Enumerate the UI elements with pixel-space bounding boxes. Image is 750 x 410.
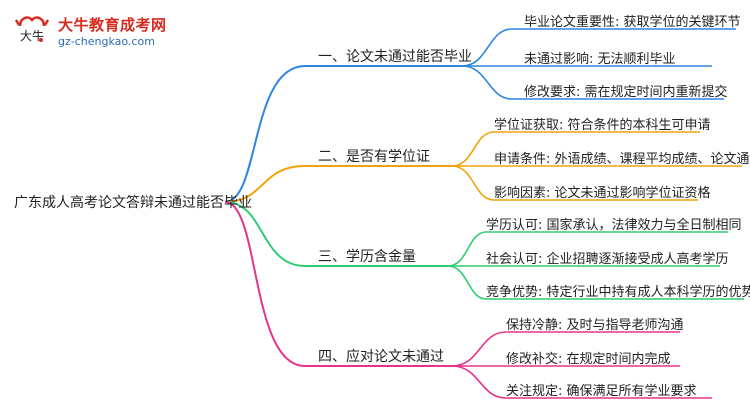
leaf-3-2: 社会认可: 企业招聘逐渐接受成人高考学历 [486,252,729,267]
branch-3-label: 三、学历含金量 [318,249,416,265]
bull-logo-icon: 大牛 [14,16,50,43]
connector-branch-1 [224,65,462,203]
connector-leaf-3-1 [447,231,728,267]
leaf-4-1: 保持冷静: 及时与指导老师沟通 [506,318,684,333]
connector-leaf-2-3 [451,165,698,201]
connector-branch-3 [224,201,448,267]
leaf-4-3: 关注规定: 确保满足所有学业要求 [506,384,697,399]
connector-leaf-4-3 [451,365,712,399]
branch-4-label: 四、应对论文未通过 [318,349,444,365]
logo-mark-text: 大牛 [20,28,44,43]
leaf-2-2: 申请条件: 外语成绩、课程平均成绩、论文通过 [494,152,750,167]
leaf-1-3: 修改要求: 需在规定时间内重新提交 [524,85,728,100]
site-logo: 大牛 大牛教育成考网 gz-chengkao.com [8,8,208,52]
connector-leaf-1-3 [461,65,724,100]
branch-2-label: 二、是否有学位证 [318,149,430,165]
leaf-3-3: 竞争优势: 特定行业中持有成人本科学历的优势 [486,285,750,300]
leaf-2-3: 影响因素: 论文未通过影响学位证资格 [494,186,711,201]
connector-leaf-4-1 [451,331,680,367]
leaf-3-1: 学历认可: 国家承认，法律效力与全日制相同 [486,218,742,233]
branch-1-label: 一、论文未通过能否毕业 [318,49,472,65]
leaf-1-2: 未通过影响: 无法顺利毕业 [524,52,676,67]
connector-branch-2 [224,165,452,203]
logo-brand-name: 大牛教育成考网 [58,16,167,34]
logo-site-url: gz-chengkao.com [58,35,155,48]
connector-branch-4 [224,201,452,367]
root-topic: 广东成人高考论文答辩未通过能否毕业 [14,195,252,211]
leaf-2-1: 学位证获取: 符合条件的本科生可申请 [494,118,711,133]
connector-leaf-2-1 [451,131,700,167]
leaf-4-2: 修改补交: 在规定时间内完成 [506,352,671,367]
connector-leaf-1-1 [461,28,736,67]
leaf-1-1: 毕业论文重要性: 获取学位的关键环节 [524,15,741,30]
connector-leaf-3-3 [447,265,744,300]
